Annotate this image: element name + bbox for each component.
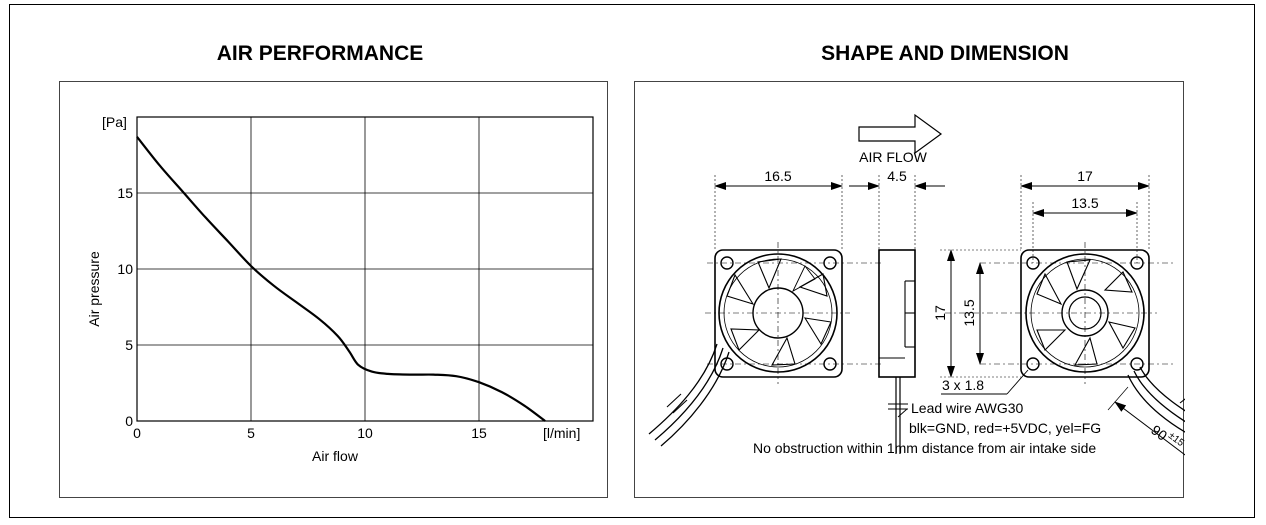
- x-axis-label: Air flow: [312, 448, 359, 464]
- lead-length-dimension: 90 ±15: [1148, 422, 1186, 450]
- pressure-flow-curve: [136, 136, 546, 422]
- mounting-hole-label: 3 x 1.8: [942, 377, 984, 393]
- rear-width-dimension: 17: [1077, 168, 1093, 184]
- side-thickness-dimension: 4.5: [887, 168, 907, 184]
- fan-rear-view: [897, 175, 1222, 476]
- front-width-dimension: 16.5: [764, 168, 791, 184]
- air-flow-arrow-icon: [858, 113, 943, 155]
- lead-length-tolerance: ±15: [1166, 430, 1185, 449]
- fan-front-view: [648, 175, 883, 447]
- vertical-hole-pitch-dimension: 13.5: [961, 299, 977, 326]
- y-tick-label: 10: [117, 261, 133, 277]
- tick-labels: 0 5 10 15 0 5 10 15: [117, 185, 487, 441]
- chart-grid: [137, 117, 593, 421]
- wire-color-note: blk=GND, red=+5VDC, yel=FG: [909, 420, 1101, 436]
- height-dimension: 17: [932, 305, 948, 321]
- air-performance-chart: 0 5 10 15 0 5 10 15 [Pa] [l/min] Air flow Air p…: [86, 114, 594, 464]
- fan-dimension-drawing: AIR FLOW: [648, 113, 1222, 476]
- air-performance-panel: 0 5 10 15 0 5 10 15 [Pa] [l/min] Air flow Air p…: [59, 81, 608, 498]
- x-tick-label: 0: [133, 425, 141, 441]
- fan-side-view: [849, 175, 945, 454]
- x-tick-label: 5: [247, 425, 255, 441]
- y-tick-label: 5: [125, 337, 133, 353]
- x-tick-label: 10: [357, 425, 373, 441]
- y-tick-label: 15: [117, 185, 133, 201]
- air-performance-title: AIR PERFORMANCE: [216, 42, 424, 65]
- plot-frame: [136, 116, 594, 422]
- page-frame: [9, 4, 1255, 518]
- x-tick-label: 15: [471, 425, 487, 441]
- shape-dimension-panel: AIR FLOW: [634, 81, 1222, 498]
- lead-wire-note: Lead wire AWG30: [911, 400, 1024, 416]
- y-unit-label: [Pa]: [102, 114, 127, 130]
- air-flow-label: AIR FLOW: [859, 149, 927, 165]
- y-tick-label: 0: [125, 413, 133, 429]
- rear-hole-pitch-dimension: 13.5: [1071, 195, 1098, 211]
- obstruction-note: No obstruction within 1mm distance from …: [753, 440, 1096, 456]
- x-unit-label: [l/min]: [543, 425, 580, 441]
- y-axis-label: Air pressure: [86, 251, 102, 327]
- lead-length-value: 90: [1148, 422, 1170, 444]
- shape-dimension-title: SHAPE AND DIMENSION: [821, 42, 1069, 65]
